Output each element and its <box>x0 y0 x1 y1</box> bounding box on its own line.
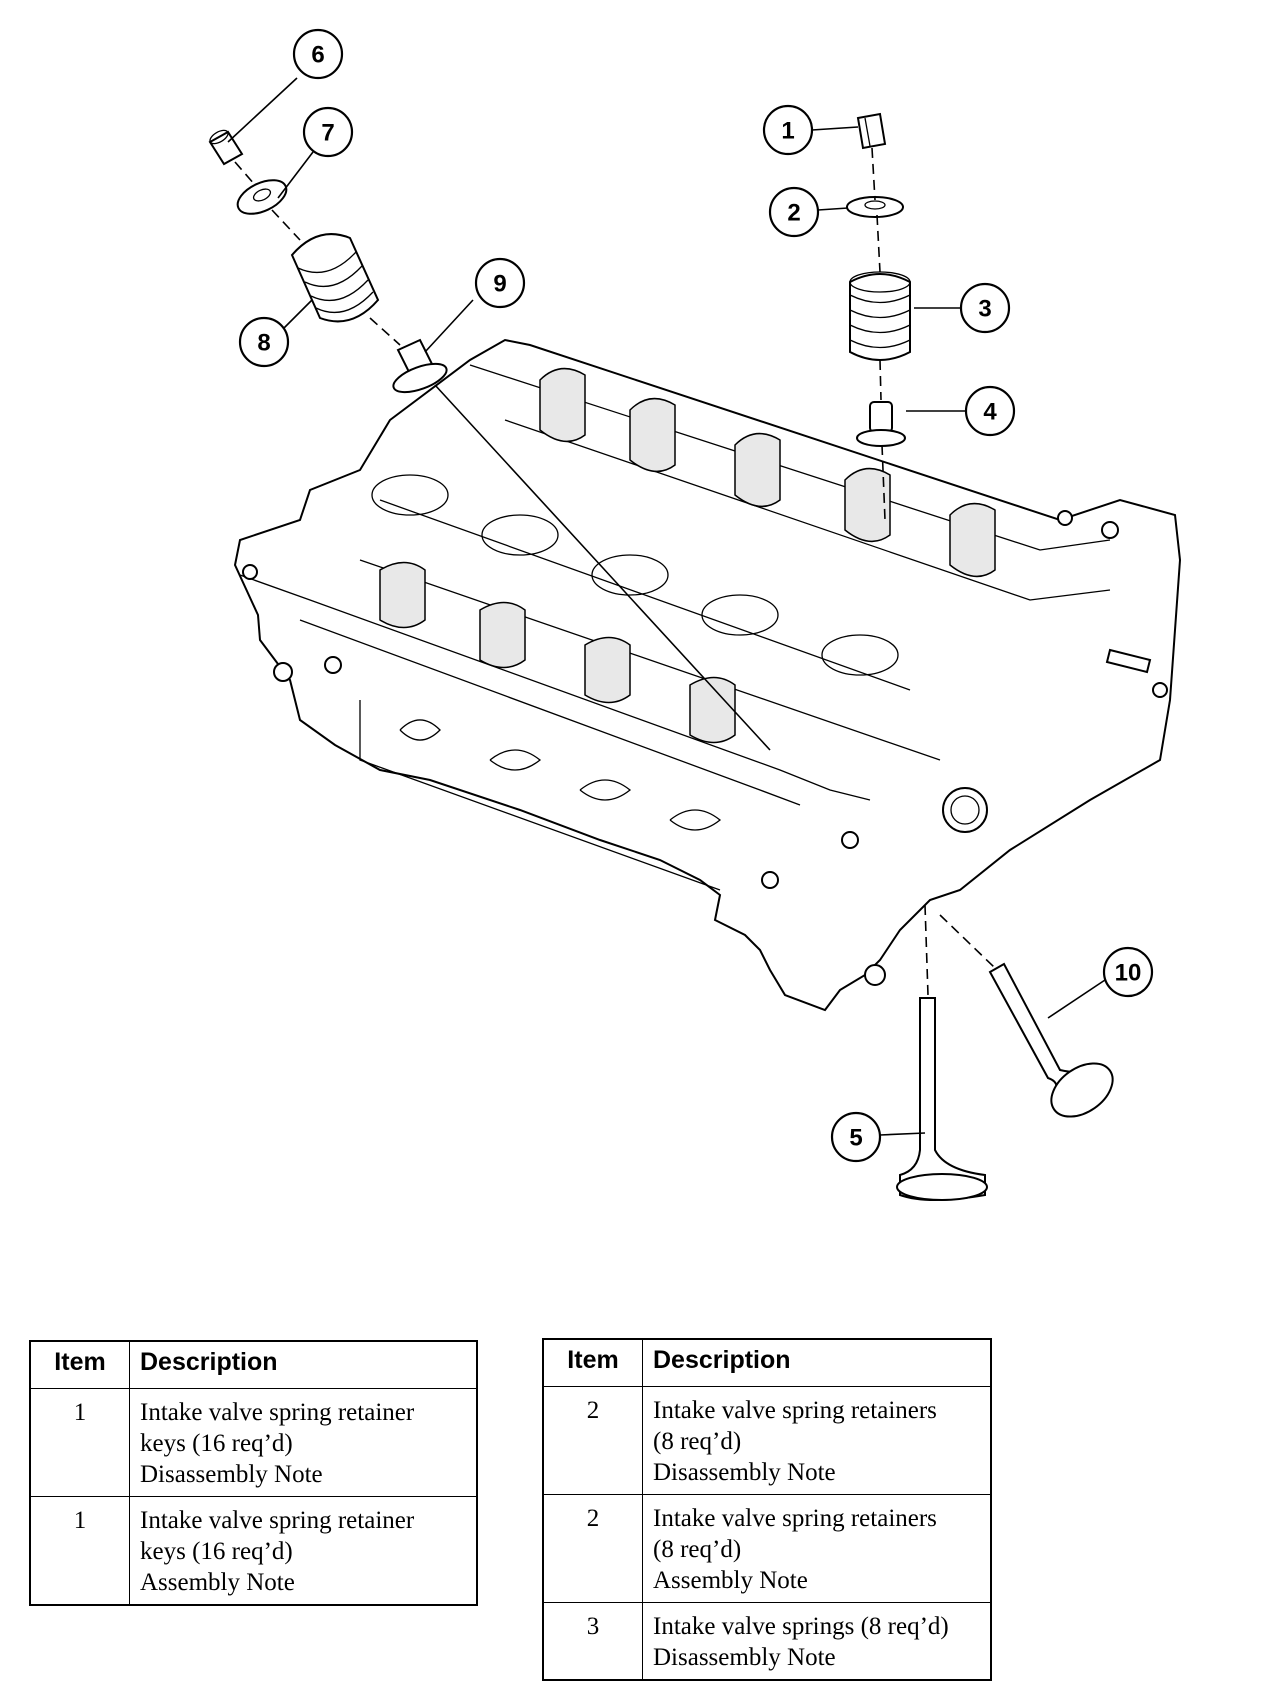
callout-8: 8 <box>238 316 290 368</box>
item-description: Intake valve spring retainer keys (16 re… <box>129 1388 478 1497</box>
spring-retainer-exhaust <box>236 179 288 215</box>
item-column-header: Item <box>29 1340 130 1389</box>
description-line: Intake valve springs (8 req’d) <box>653 1613 949 1640</box>
table-row: 1 Intake valve spring retainer keys (16 … <box>29 1388 478 1497</box>
description-line: (8 req’d) <box>653 1428 742 1455</box>
valve-spring-exhaust <box>290 233 380 323</box>
exhaust-valve <box>988 962 1114 1118</box>
item-description: Intake valve spring retainers (8 req’d) … <box>642 1386 992 1495</box>
svg-text:1: 1 <box>781 118 794 145</box>
item-description: Intake valve spring retainers (8 req’d) … <box>642 1494 992 1603</box>
item-number: 2 <box>542 1494 643 1603</box>
parts-table-left: Item Description 1 Intake valve spring r… <box>29 1340 478 1606</box>
callout-5: 5 <box>830 1111 882 1163</box>
valve-spring-intake <box>849 271 911 361</box>
description-line: keys (16 req’d) <box>140 1430 293 1457</box>
item-number: 2 <box>542 1386 643 1495</box>
svg-text:7: 7 <box>321 120 334 147</box>
note-link[interactable]: Assembly Note <box>653 1567 808 1594</box>
parts-table-right: Item Description 2 Intake valve spring r… <box>542 1338 992 1681</box>
svg-text:2: 2 <box>787 200 800 227</box>
svg-text:3: 3 <box>978 296 991 323</box>
spring-retainer-intake <box>846 196 904 218</box>
valve-seal-exhaust <box>392 338 448 394</box>
table-row: 2 Intake valve spring retainers (8 req’d… <box>542 1386 992 1495</box>
description-column-header: Description <box>129 1340 478 1389</box>
callout-6: 6 <box>292 28 344 80</box>
item-number: 1 <box>29 1496 130 1606</box>
item-description: Intake valve springs (8 req’d) Disassemb… <box>642 1602 992 1681</box>
table-row: 2 Intake valve spring retainers (8 req’d… <box>542 1494 992 1603</box>
item-column-header: Item <box>542 1338 643 1387</box>
description-line: Intake valve spring retainer <box>140 1399 415 1426</box>
note-link[interactable]: Assembly Note <box>140 1569 295 1596</box>
svg-text:6: 6 <box>311 42 324 69</box>
description-line: Intake valve spring retainer <box>140 1507 415 1534</box>
svg-text:8: 8 <box>257 330 270 357</box>
description-line: (8 req’d) <box>653 1536 742 1563</box>
table-row: 1 Intake valve spring retainer keys (16 … <box>29 1496 478 1606</box>
description-line: Intake valve spring retainers <box>653 1397 937 1424</box>
callout-leaders <box>227 77 1106 1136</box>
table-header-row: Item Description <box>542 1338 992 1387</box>
table-header-row: Item Description <box>29 1340 478 1389</box>
cylinder-head-exploded-diagram: 1 2 3 4 5 6 7 8 9 10 <box>208 28 1182 1201</box>
callout-10: 10 <box>1102 946 1154 998</box>
item-number: 3 <box>542 1602 643 1681</box>
callout-3: 3 <box>959 282 1011 334</box>
svg-text:9: 9 <box>493 271 506 298</box>
description-line: keys (16 req’d) <box>140 1538 293 1565</box>
retainer-key-exhaust <box>208 129 244 166</box>
cylinder-head <box>233 338 1182 1012</box>
callout-1: 1 <box>762 104 814 156</box>
note-link[interactable]: Disassembly Note <box>140 1461 323 1488</box>
svg-text:5: 5 <box>849 1125 862 1152</box>
table-row: 3 Intake valve springs (8 req’d) Disasse… <box>542 1602 992 1681</box>
callout-4: 4 <box>964 385 1016 437</box>
item-number: 1 <box>29 1388 130 1497</box>
note-link[interactable]: Disassembly Note <box>653 1459 836 1486</box>
description-line: Intake valve spring retainers <box>653 1505 937 1532</box>
installation-centerlines <box>234 147 996 996</box>
callout-9: 9 <box>474 257 526 309</box>
intake-valve <box>896 997 988 1201</box>
svg-text:10: 10 <box>1115 960 1142 987</box>
callout-2: 2 <box>768 186 820 238</box>
item-description: Intake valve spring retainer keys (16 re… <box>129 1496 478 1606</box>
description-column-header: Description <box>642 1338 992 1387</box>
valve-seal-intake <box>856 401 906 447</box>
note-link[interactable]: Disassembly Note <box>653 1644 836 1671</box>
svg-text:4: 4 <box>983 399 997 426</box>
retainer-key-intake <box>856 112 887 150</box>
callout-7: 7 <box>302 106 354 158</box>
